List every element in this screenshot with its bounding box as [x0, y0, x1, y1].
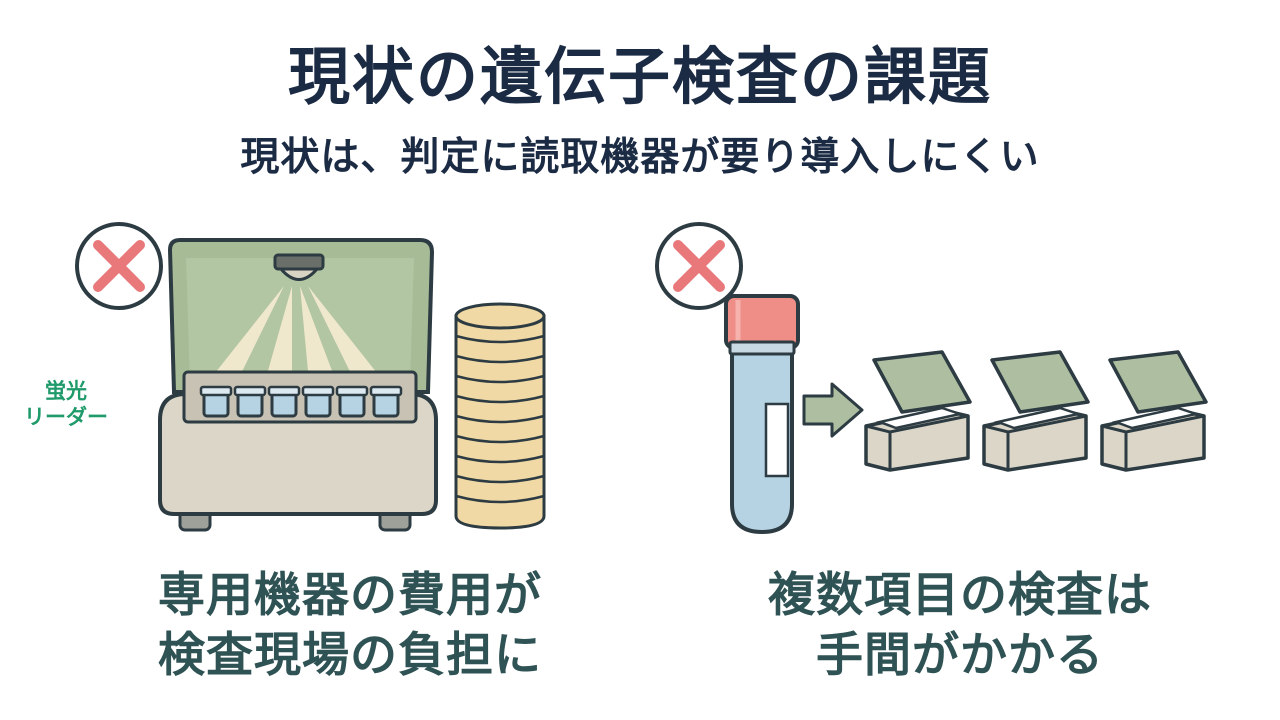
- reader-label-line2: リーダー: [24, 405, 108, 429]
- reader-label-line1: 蛍光: [45, 379, 87, 403]
- test-box-icon-3: [1100, 350, 1208, 472]
- right-caption-line1: 複数項目の検査は: [768, 568, 1152, 623]
- test-box-icon-1: [864, 350, 972, 472]
- x-mark-icon: [655, 222, 743, 310]
- right-caption-line2: 手間がかかる: [816, 628, 1104, 683]
- coin-stack-icon: [454, 302, 546, 530]
- right-illustration: [655, 222, 1208, 535]
- page-title: 現状の遺伝子検査の課題: [287, 40, 992, 113]
- page-subtitle: 現状は、判定に読取機器が要り導入しにくい: [240, 135, 1040, 180]
- left-caption-line2: 検査現場の負担に: [158, 628, 542, 683]
- left-caption-line1: 専用機器の費用が: [158, 568, 542, 623]
- x-mark-icon: [75, 222, 163, 310]
- arrow-right-icon: [802, 382, 864, 438]
- fluorescence-reader-label: 蛍光 リーダー: [6, 378, 126, 430]
- right-caption: 複数項目の検査は 手間がかかる: [700, 566, 1220, 686]
- fluorescence-reader-icon: [158, 238, 438, 532]
- test-box-icon-2: [982, 350, 1090, 472]
- left-illustration: [75, 222, 546, 532]
- left-caption: 専用機器の費用が 検査現場の負担に: [90, 566, 610, 686]
- test-tube-icon: [724, 294, 800, 535]
